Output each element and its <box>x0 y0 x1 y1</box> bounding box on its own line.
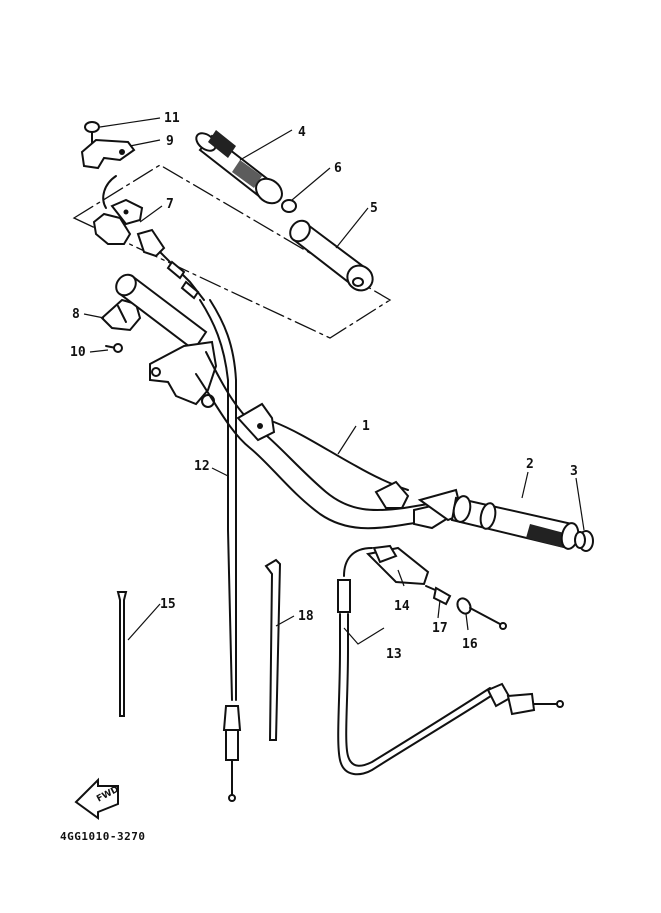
handlebar-left-end <box>115 273 218 408</box>
part-code: 4GG1010-3270 <box>60 830 145 843</box>
right-grip-part-2 <box>450 495 580 550</box>
nut-part-6 <box>281 199 297 213</box>
throttle-assembly-boundary <box>72 164 392 339</box>
callout-1: 1 <box>362 419 370 434</box>
callout-labels: 1 2 3 4 5 6 7 8 9 10 11 12 13 14 15 16 1… <box>70 111 578 662</box>
handlebar-part-1 <box>195 351 464 530</box>
clamp-part-8 <box>100 298 142 332</box>
callout-18: 18 <box>298 609 314 624</box>
callout-15: 15 <box>160 597 176 612</box>
throttle-cable-upper <box>159 251 205 301</box>
screw-part-11 <box>84 121 100 145</box>
callout-leaders <box>83 117 585 645</box>
throttle-grip-part-4 <box>195 130 283 205</box>
bolt-part-10 <box>105 343 123 353</box>
callout-9: 9 <box>166 134 174 149</box>
callout-4: 4 <box>298 125 306 140</box>
callout-12: 12 <box>194 459 210 474</box>
throttle-cover-part-9 <box>80 138 136 170</box>
callout-16: 16 <box>462 637 478 652</box>
callout-2: 2 <box>526 457 534 472</box>
callout-8: 8 <box>72 307 80 322</box>
callout-5: 5 <box>370 201 378 216</box>
cable-tie-part-18 <box>264 558 282 741</box>
callout-13: 13 <box>386 647 402 662</box>
callout-10: 10 <box>70 345 86 360</box>
callout-3: 3 <box>570 464 578 479</box>
cable-tie-part-15 <box>116 591 128 717</box>
throttle-housing-part-7 <box>92 175 166 258</box>
nut-part-16 <box>456 597 507 630</box>
callout-11: 11 <box>164 111 180 126</box>
forward-arrow-icon: FWD <box>74 777 121 820</box>
callout-14: 14 <box>394 599 410 614</box>
adjuster-part-17 <box>425 585 452 606</box>
callout-7: 7 <box>166 197 174 212</box>
clutch-cable-part-13 <box>337 544 564 776</box>
grip-part-5 <box>289 219 374 292</box>
callout-6: 6 <box>334 161 342 176</box>
grip-end-part-3 <box>574 530 594 552</box>
callout-17: 17 <box>432 621 448 636</box>
throttle-cable-part-12 <box>199 299 242 802</box>
